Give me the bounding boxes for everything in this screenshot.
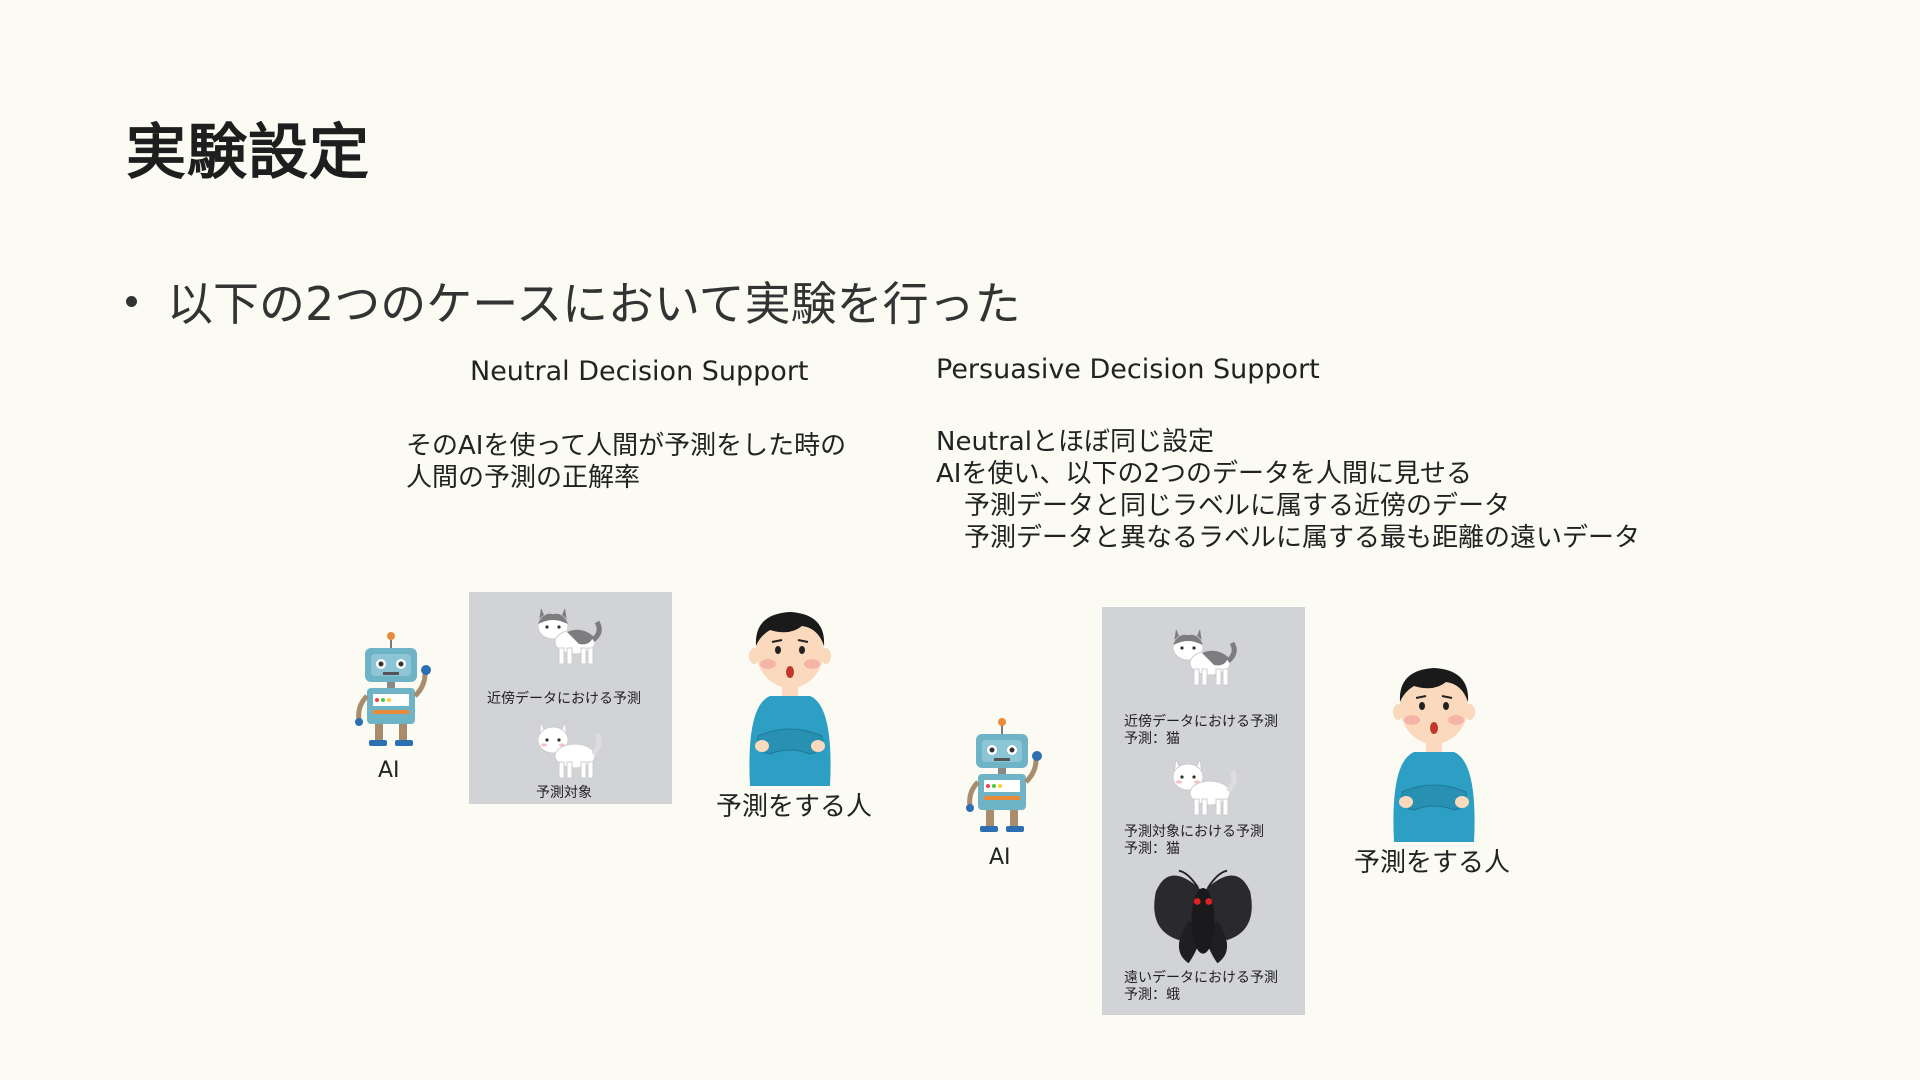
- neutral-example-panel: 近傍データにおける予測 予測対象: [469, 592, 672, 804]
- caption-line: 予測：蛾: [1124, 987, 1180, 1003]
- neutral-ai-label: AI: [378, 758, 400, 783]
- neutral-desc-line: そのAIを使って人間が予測をした時の: [406, 431, 847, 461]
- persuasive-heading: Persuasive Decision Support: [936, 354, 1320, 385]
- persuasive-example-panel: 近傍データにおける予測 予測：猫 予測対象における予測 予測：猫 遠いデータにお…: [1102, 607, 1305, 1015]
- page-title: 実験設定: [126, 118, 370, 188]
- gray-white-cat-icon: [1168, 621, 1238, 691]
- white-cat-icon: [1168, 749, 1238, 819]
- robot-icon: [344, 630, 438, 750]
- neutral-description: そのAIを使って人間が予測をした時の 人間の予測の正解率: [406, 430, 846, 494]
- persuasive-description: Neutralとほぼ同じ設定 AIを使い、以下の2つのデータを人間に見せる 予測…: [936, 426, 1640, 554]
- caption-line: 予測：猫: [1124, 731, 1180, 747]
- persuasive-target-caption: 予測対象における予測 予測：猫: [1124, 824, 1264, 858]
- person-arms-crossed-icon: [740, 606, 840, 786]
- neutral-heading: Neutral Decision Support: [470, 356, 809, 387]
- persuasive-far-caption: 遠いデータにおける予測 予測：蛾: [1124, 970, 1278, 1004]
- persuasive-person-label: 予測をする人: [1354, 848, 1511, 878]
- neutral-person-label: 予測をする人: [716, 792, 873, 822]
- persuasive-desc-line: Neutralとほぼ同じ設定: [936, 427, 1214, 457]
- caption-line: 近傍データにおける予測: [1124, 714, 1278, 730]
- bullet-dot: [126, 295, 137, 307]
- caption-line: 遠いデータにおける予測: [1124, 970, 1278, 986]
- caption-line: 予測対象における予測: [1124, 824, 1264, 840]
- person-arms-crossed-icon: [1384, 662, 1484, 842]
- neutral-desc-line: 人間の予測の正解率: [406, 463, 641, 493]
- bullet-item: 以下の2つのケースにおいて実験を行った: [126, 268, 1021, 334]
- neutral-target-caption: 予測対象: [536, 785, 592, 801]
- caption-line: 予測：猫: [1124, 841, 1180, 857]
- persuasive-ai-label: AI: [989, 845, 1011, 870]
- robot-icon: [955, 716, 1049, 836]
- neutral-neighbor-caption: 近傍データにおける予測: [487, 691, 641, 707]
- persuasive-desc-line: AIを使い、以下の2つのデータを人間に見せる: [936, 459, 1472, 489]
- persuasive-desc-subline: 予測データと同じラベルに属する近傍のデータ: [964, 491, 1511, 521]
- gray-white-cat-icon: [533, 600, 603, 670]
- persuasive-desc-subline: 予測データと異なるラベルに属する最も距離の遠いデータ: [964, 523, 1641, 553]
- persuasive-neighbor-caption: 近傍データにおける予測 予測：猫: [1124, 714, 1278, 748]
- bullet-text: 以下の2つのケースにおいて実験を行った: [167, 277, 1021, 331]
- moth-icon: [1150, 863, 1256, 969]
- white-cat-icon: [533, 712, 603, 782]
